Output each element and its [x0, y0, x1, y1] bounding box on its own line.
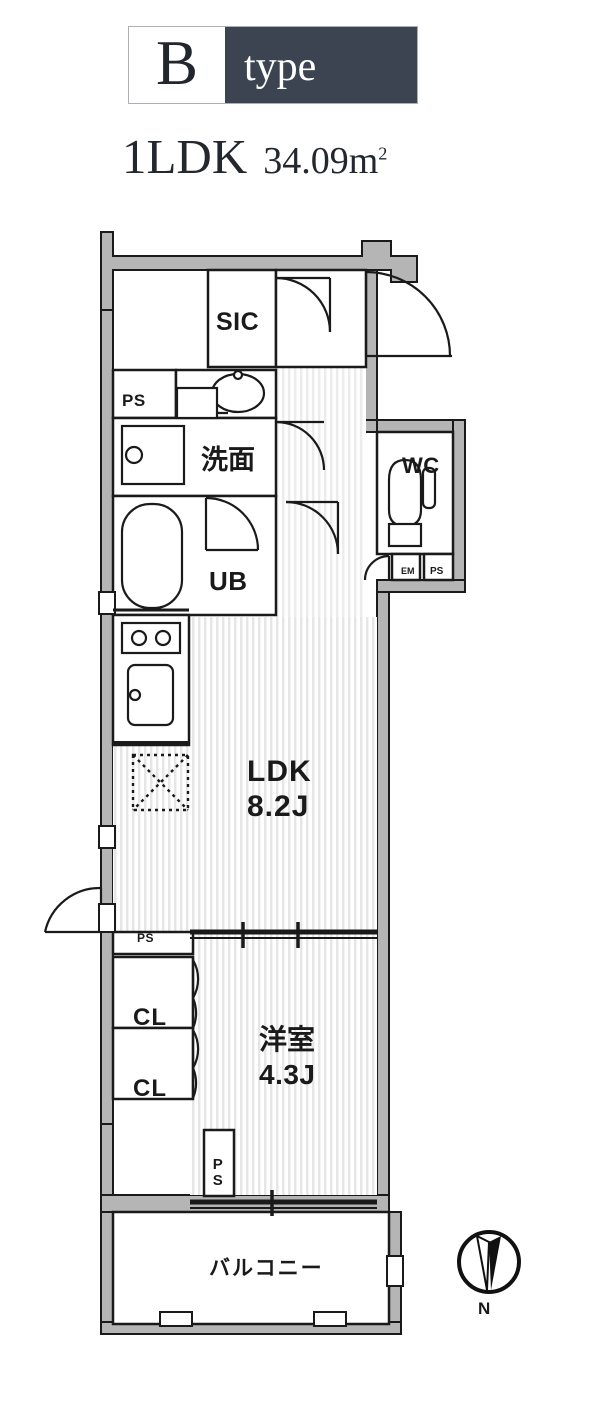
ps-top-room	[111, 368, 178, 420]
closet-upper-door-icon	[191, 958, 200, 1029]
label-ldk: LDK	[247, 755, 312, 788]
window-bath	[98, 591, 116, 615]
closet-lower-door-icon	[191, 1029, 200, 1099]
window-ldk-2	[98, 903, 116, 933]
partitions	[98, 591, 404, 1327]
ps-wc-box	[422, 552, 455, 582]
label-ps-wc: PS	[430, 566, 444, 577]
meter-door-icon	[363, 554, 391, 581]
balcony-partition-right	[313, 1311, 347, 1327]
label-ps-bedroom-text: PS	[209, 1156, 227, 1188]
label-unit-bath: UB	[209, 566, 248, 596]
bathtub-icon	[120, 502, 184, 610]
sliding-partition	[190, 922, 377, 948]
label-ps-bedroom: PS	[209, 1156, 227, 1191]
type-letter: B	[155, 27, 199, 98]
entrance-door-icon	[364, 270, 452, 358]
type-word: type	[244, 44, 317, 90]
label-ldk-size: 8.2J	[247, 790, 310, 823]
label-washroom: 洗面	[201, 445, 255, 475]
kitchen-sink-icon	[126, 663, 175, 727]
label-closet-lower: CL	[133, 1075, 167, 1102]
page-title: 1LDK 34.09m2	[122, 128, 387, 185]
plan-layout-label: 1LDK	[122, 129, 248, 184]
compass	[455, 1228, 523, 1296]
plan-header: B type 1LDK 34.09m2	[0, 0, 600, 210]
label-em-meter: EM	[401, 566, 415, 576]
toilet-tank-icon	[421, 466, 437, 510]
balcony	[111, 1210, 391, 1326]
washing-machine-icon	[175, 386, 219, 420]
balcony-partition-left	[159, 1311, 193, 1327]
wc-door-icon	[285, 500, 340, 555]
ldk-entry-door-icon	[43, 886, 103, 934]
north-arrow-icon	[457, 1230, 521, 1294]
type-badge: B type	[128, 26, 418, 104]
ub-door-icon	[204, 496, 260, 552]
sic-door-icon	[275, 276, 332, 333]
ps-bedroom-box	[202, 1128, 236, 1198]
ps-hall-box	[111, 930, 195, 956]
balcony-side-opening	[386, 1255, 404, 1287]
label-balcony: バルコニー	[209, 1257, 324, 1280]
balcony-window	[190, 1190, 377, 1216]
plan-area-unit: 2	[378, 143, 388, 164]
label-bedroom: 洋室	[259, 1024, 316, 1055]
fixtures	[120, 369, 437, 727]
floor-plan	[0, 210, 600, 1418]
em-box	[390, 552, 422, 582]
entry-closet	[274, 268, 368, 369]
compass-label: N	[478, 1299, 491, 1318]
label-wc: WC	[402, 453, 440, 478]
plan-area-value: 34.09m	[263, 140, 379, 182]
gas-stove-icon	[120, 621, 182, 655]
washroom-door-icon	[275, 420, 326, 471]
vanity-basin-icon	[124, 445, 144, 465]
label-bedroom-size: 4.3J	[259, 1059, 316, 1090]
refrigerator-space-icon	[131, 753, 190, 812]
floor-plan-svg	[43, 231, 466, 1335]
type-letter-box: B	[129, 27, 226, 103]
label-ps-top: PS	[122, 391, 146, 410]
label-ps-hall: PS	[137, 931, 155, 945]
label-closet-upper: CL	[133, 1004, 167, 1031]
window-ldk-1	[98, 825, 116, 849]
label-sic: SIC	[216, 308, 260, 336]
plan-area-label: 34.09m2	[263, 139, 387, 183]
